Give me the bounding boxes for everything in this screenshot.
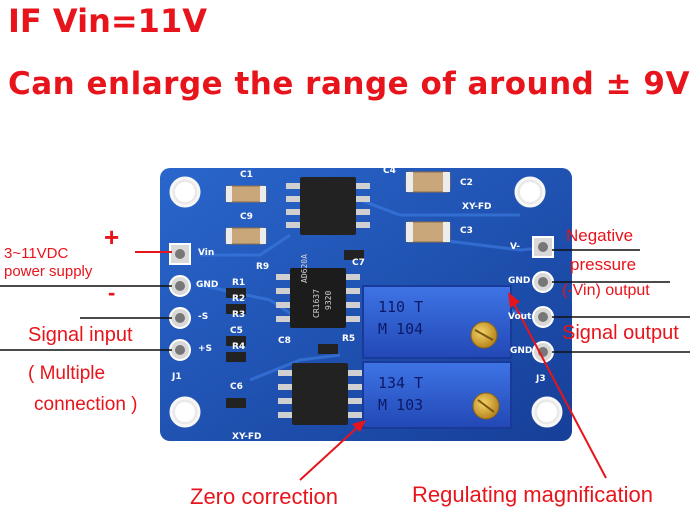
silk-r3: R3 xyxy=(232,310,246,320)
pot-gain-line2: M 104 xyxy=(378,320,424,338)
label-power-supply: power supply xyxy=(4,263,93,280)
silk-c2: C2 xyxy=(460,178,473,188)
silk-c8: C8 xyxy=(278,336,291,346)
ic-bottom xyxy=(278,363,362,425)
label-plus: + xyxy=(104,222,120,252)
label-minus: - xyxy=(108,280,116,305)
chip-marking-2: CR1637 xyxy=(312,289,321,318)
silk-c9: C9 xyxy=(240,212,253,222)
silk-c3: C3 xyxy=(460,226,473,236)
label-negative: Negative xyxy=(566,226,634,245)
label-connection: connection ) xyxy=(34,394,138,415)
trimpot-gain xyxy=(362,285,512,359)
silk-v-minus: V- xyxy=(510,242,521,252)
silk-s-minus: -S xyxy=(198,312,209,322)
silk-c7: C7 xyxy=(352,258,365,268)
label-supply-voltage: 3~11VDC xyxy=(4,245,69,262)
smd-resistors xyxy=(226,250,364,408)
ic-top xyxy=(286,177,370,235)
pot-zero-line2: M 103 xyxy=(378,396,424,414)
trimpot-zero xyxy=(362,361,512,429)
label-multiple: ( Multiple xyxy=(28,363,106,384)
red-callouts xyxy=(135,251,607,481)
silk-c1: C1 xyxy=(240,170,253,180)
silk-xyfd-top: XY-FD xyxy=(462,202,492,212)
silk-gnd-left: GND xyxy=(196,280,219,290)
label-negative-output: (-Vin) output xyxy=(562,282,650,299)
silk-r9: R9 xyxy=(256,262,270,272)
silk-r4: R4 xyxy=(232,342,246,352)
label-signal-output: Signal output xyxy=(562,322,679,344)
mounting-holes xyxy=(169,176,563,428)
silk-s-plus: +S xyxy=(198,344,213,354)
silk-c6: C6 xyxy=(230,382,243,392)
annotation-lines xyxy=(0,249,690,353)
label-zero-correction: Zero correction xyxy=(190,484,338,509)
label-signal-input: Signal input xyxy=(28,324,133,346)
pot-zero-line1: 134 T xyxy=(378,374,424,392)
silk-vout: Vout xyxy=(508,312,532,322)
silk-c5: C5 xyxy=(230,326,243,336)
pot-gain-line1: 110 T xyxy=(378,298,424,316)
header-j3 xyxy=(532,236,554,363)
silk-j1: J1 xyxy=(172,372,182,382)
label-regulating-magnification: Regulating magnification xyxy=(412,482,653,507)
silk-j3: J3 xyxy=(536,374,546,384)
chip-marking-1: AD620A xyxy=(300,254,309,283)
silk-vin: Vin xyxy=(198,248,215,258)
silk-c4: C4 xyxy=(383,166,396,176)
silk-r5: R5 xyxy=(342,334,356,344)
ic-ad620 xyxy=(276,268,360,328)
silk-xyfd-bottom: XY-FD xyxy=(232,432,262,442)
headline-range: Can enlarge the range of around ± 9V xyxy=(8,66,690,102)
label-pressure: pressure xyxy=(570,255,637,274)
headline-vin: IF Vin=11V xyxy=(8,2,207,40)
silk-r1: R1 xyxy=(232,278,246,288)
chip-marking-3: 9320 xyxy=(324,290,333,310)
silk-r2: R2 xyxy=(232,294,246,304)
silk-gnd-right: GND xyxy=(508,276,531,286)
silk-gnd-right2: GND xyxy=(510,346,533,356)
